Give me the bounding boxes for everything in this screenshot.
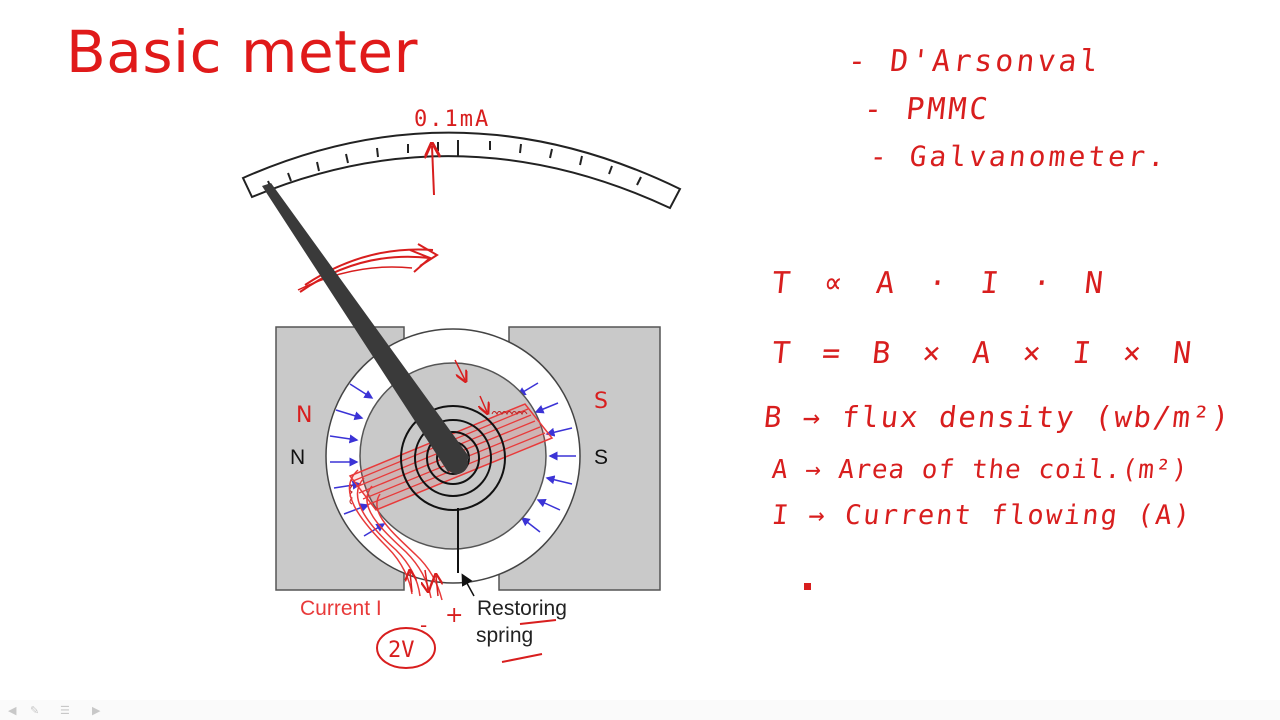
- spring-underline-2: [501, 653, 543, 663]
- prev-slide-icon[interactable]: ◀: [8, 705, 17, 717]
- spiral-spring: [400, 405, 506, 573]
- note-darsonval: - D'Arsonval: [846, 44, 1103, 79]
- presentation-toolbar: ◀ ✎ ☰ ▶: [0, 700, 1280, 720]
- torque-equation: T = B × A × I × N: [770, 336, 1200, 371]
- next-slide-icon[interactable]: ▶: [92, 705, 101, 717]
- pen-dot: [804, 583, 811, 590]
- spring-label-line1: Restoring: [477, 597, 567, 620]
- scale-pointer-arrow: [432, 146, 434, 196]
- meter-scale: [241, 131, 682, 210]
- core-pointer-arrow-1: [454, 359, 465, 380]
- menu-icon[interactable]: ☰: [60, 705, 70, 717]
- flux-density-definition: B → flux density (wb/m²): [762, 400, 1233, 434]
- voltage-circle: [376, 627, 436, 669]
- core-pointer-arrow-2: [480, 395, 487, 412]
- minus-sign: -: [420, 613, 427, 637]
- south-label-handwritten: S: [594, 389, 608, 414]
- note-pmmc: - PMMC: [862, 92, 993, 127]
- spring-underline-1: [519, 619, 557, 625]
- current-direction-arrows: [410, 570, 438, 597]
- north-label-handwritten: N: [296, 403, 312, 428]
- current-label: Current I: [300, 597, 382, 620]
- south-pole-label: S: [594, 446, 608, 469]
- current-definition: I → Current flowing (A): [770, 500, 1194, 531]
- pen-icon[interactable]: ✎: [30, 705, 40, 717]
- deflection-arrow: [297, 243, 439, 293]
- spring-label-line2: spring: [476, 624, 533, 647]
- plus-sign: +: [445, 603, 463, 628]
- scale-label: 0.1mA: [414, 107, 490, 132]
- north-pole-label: N: [290, 446, 305, 469]
- note-galvanometer: - Galvanometer.: [868, 140, 1170, 173]
- torque-proportional-equation: T ∝ A · I · N: [770, 266, 1113, 301]
- magnetic-field-arrows: [329, 382, 576, 537]
- voltage-label: 2V: [388, 638, 415, 663]
- page-title: Basic meter: [66, 18, 418, 86]
- area-definition: A → Area of the coil.(m²): [770, 455, 1190, 485]
- meter-needle: [262, 183, 470, 474]
- spring-pointer-arrow: [461, 573, 475, 597]
